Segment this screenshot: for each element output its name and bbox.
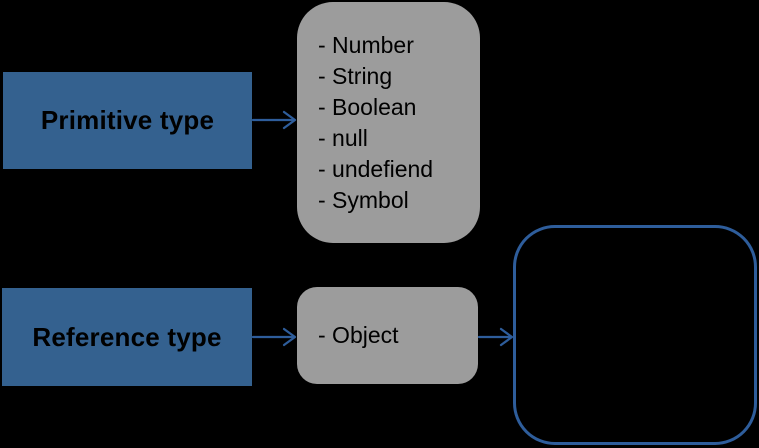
reference-type-node: Reference type (2, 288, 252, 386)
primitive-type-node: Primitive type (3, 72, 252, 169)
primitive-item-string: - String (318, 62, 393, 89)
arrow-primitive-to-values (251, 110, 297, 130)
primitive-item-symbol: - Symbol (318, 186, 409, 213)
reference-item-object: - Object (318, 322, 399, 348)
primitive-values-node: - Number - String - Boolean - null - und… (297, 2, 480, 243)
primitive-item-number: - Number (318, 31, 414, 58)
primitive-type-label: Primitive type (40, 105, 215, 135)
object-detail-node (513, 225, 757, 445)
arrow-object-to-detail (477, 327, 514, 347)
reference-type-label: Reference type (32, 321, 222, 352)
arrow-reference-to-values (251, 327, 297, 347)
reference-values-node: - Object (297, 287, 478, 384)
primitive-item-null: - null (318, 124, 368, 151)
primitive-item-boolean: - Boolean (318, 93, 417, 120)
primitive-item-undefined: - undefiend (318, 155, 434, 182)
